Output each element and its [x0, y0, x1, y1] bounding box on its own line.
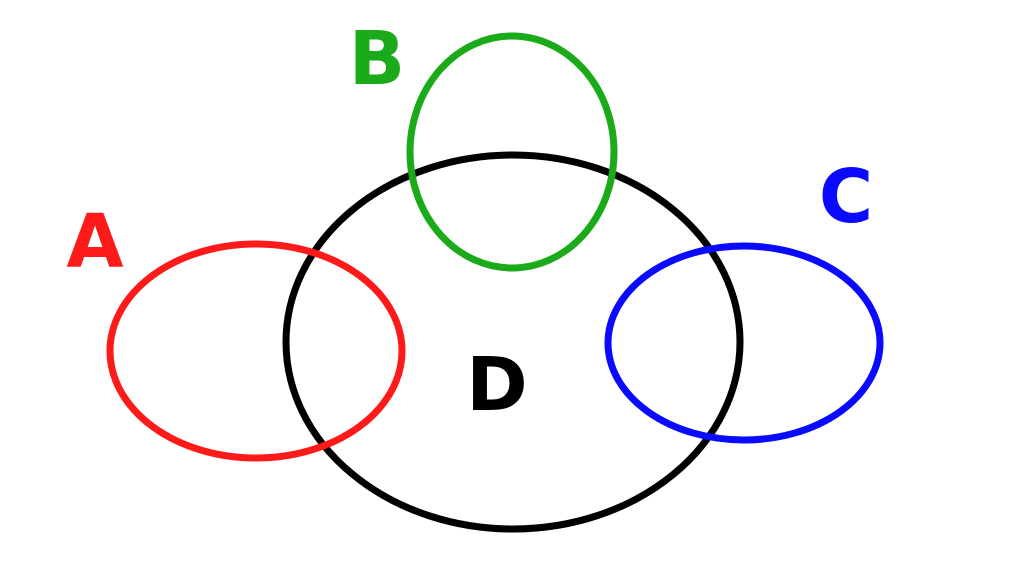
set-c-ellipse — [604, 242, 884, 444]
set-a-label: A — [66, 199, 123, 285]
set-b-ellipse — [406, 32, 618, 272]
set-d-label: D — [466, 342, 527, 428]
set-b-label: B — [349, 16, 405, 102]
set-d-ellipse — [282, 151, 744, 533]
set-c-label: C — [819, 154, 873, 240]
set-a-ellipse — [106, 240, 406, 462]
